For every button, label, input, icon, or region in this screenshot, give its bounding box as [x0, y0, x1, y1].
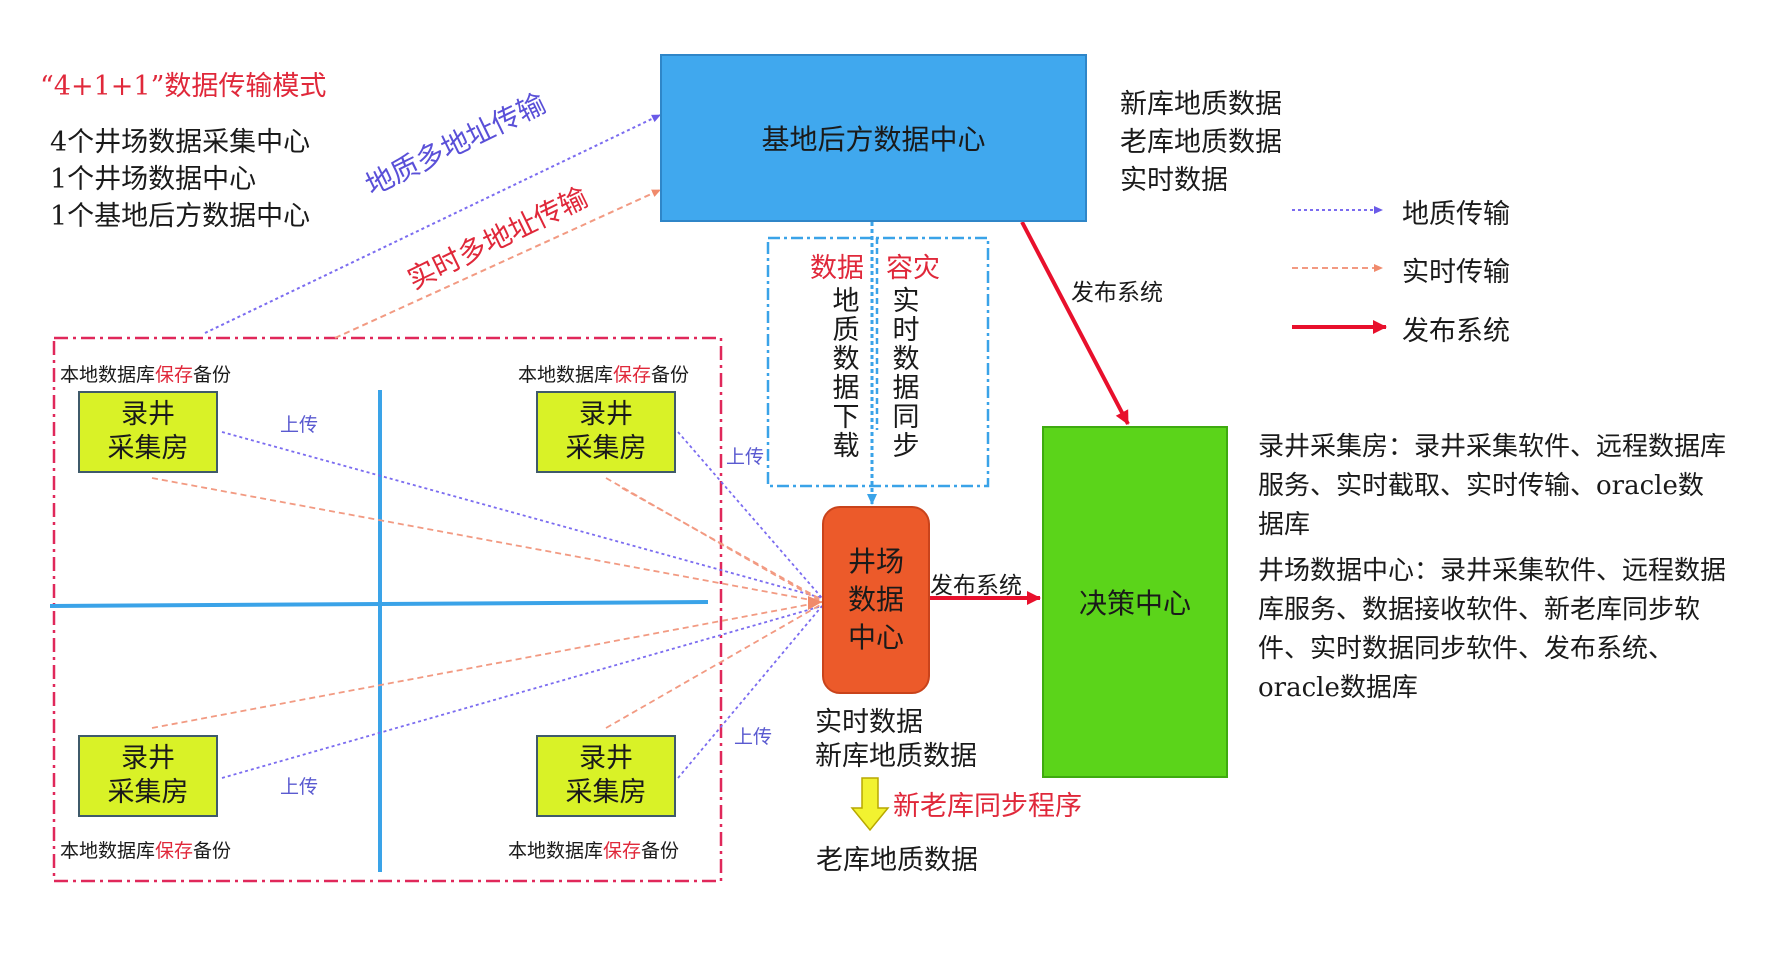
- base-data-item: 老库地质数据: [1120, 127, 1282, 158]
- disaster-heading-right: 容灾: [886, 253, 940, 284]
- rt-sync-label: 实时数据同步: [892, 286, 920, 462]
- geo-multi-arrow: [204, 114, 661, 334]
- wellsite-data-item: 新库地质数据: [815, 741, 977, 772]
- disaster-heading-left: 数据: [810, 253, 864, 284]
- base-data-list: 新库地质数据 老库地质数据 实时数据: [1120, 86, 1282, 200]
- decision-center-box[interactable]: 决策中心: [1042, 426, 1228, 778]
- page-title: “4+1+1”数据传输模式: [40, 71, 327, 102]
- logging-room-br[interactable]: 录井采集房: [536, 735, 676, 817]
- old-library-data-label: 老库地质数据: [816, 845, 978, 876]
- wellsite-data-item: 实时数据: [815, 707, 923, 738]
- decision-center-label: 决策中心: [1078, 587, 1191, 620]
- upload-label-tl: 上传: [280, 414, 319, 436]
- backup-label-tr: 本地数据库保存备份: [518, 364, 690, 386]
- legend-publish-label: 发布系统: [1402, 316, 1510, 347]
- logging-room-tr[interactable]: 录井采集房: [536, 391, 676, 473]
- base-data-item: 实时数据: [1120, 165, 1228, 196]
- publish-label-wellsite: 发布系统: [930, 573, 1022, 599]
- geo-download-label: 地质数据下载: [832, 286, 860, 462]
- backup-label-bl: 本地数据库保存备份: [60, 840, 232, 862]
- wellsite-center-description: 井场数据中心：录井采集软件、远程数据库服务、数据接收软件、新老库同步软件、实时数…: [1258, 556, 1727, 703]
- base-data-item: 新库地质数据: [1120, 89, 1282, 120]
- divider-horizontal: [49, 600, 709, 608]
- wellsite-data-center-box[interactable]: 井场 数据 中心: [822, 506, 930, 694]
- wellsite-area-frame: [52, 336, 723, 883]
- room-transmission-lines: [151, 431, 823, 779]
- upload-label-br: 上传: [734, 726, 773, 748]
- legend-geo-label: 地质传输: [1402, 199, 1510, 230]
- wellsite-data-list: 实时数据 新库地质数据: [815, 706, 977, 774]
- sync-down-arrow: [850, 777, 890, 832]
- publish-arrow-base: [1020, 221, 1130, 425]
- logging-room-tl[interactable]: 录井采集房: [78, 391, 218, 473]
- backup-label-br: 本地数据库保存备份: [508, 840, 680, 862]
- intro-item: 1个基地后方数据中心: [50, 201, 311, 232]
- logging-room-description: 录井采集房：录井采集软件、远程数据库服务、实时截取、实时传输、oracle数据库: [1258, 432, 1727, 540]
- backup-label-tl: 本地数据库保存备份: [60, 364, 232, 386]
- sync-program-label: 新老库同步程序: [893, 791, 1082, 822]
- rt-multi-arrow: [334, 189, 661, 339]
- logging-room-bl[interactable]: 录井采集房: [78, 735, 218, 817]
- publish-label-base: 发布系统: [1071, 280, 1163, 306]
- upload-label-bl: 上传: [280, 776, 319, 798]
- intro-list: 4个井场数据采集中心 1个井场数据中心 1个基地后方数据中心: [50, 124, 310, 235]
- base-data-center-box[interactable]: 基地后方数据中心: [660, 54, 1087, 222]
- upload-label-tr: 上传: [726, 446, 765, 468]
- base-data-center-label: 基地后方数据中心: [761, 123, 986, 156]
- intro-item: 1个井场数据中心: [50, 164, 257, 195]
- intro-item: 4个井场数据采集中心: [50, 127, 311, 158]
- legend-rt-label: 实时传输: [1402, 257, 1510, 288]
